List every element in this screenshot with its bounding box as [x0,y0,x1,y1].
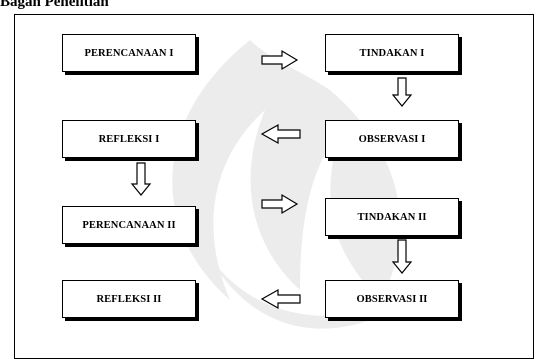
arrow-right-icon [261,193,299,215]
arrow-down-icon [130,162,152,196]
node-label: OBSERVASI II [356,293,428,305]
node-refleksi-2: REFLEKSI II [62,280,196,318]
node-label: OBSERVASI I [358,133,426,145]
node-tindakan-1: TINDAKAN I [325,34,459,72]
node-label: TINDAKAN II [357,211,427,223]
node-label: PERENCANAAN I [84,47,174,59]
node-label: REFLEKSI II [96,293,162,305]
node-perencanaan-1: PERENCANAAN I [62,34,196,72]
arrow-left-icon [260,288,301,310]
diagram-heading: Bagan Penelitian [0,0,109,9]
node-observasi-2: OBSERVASI II [325,280,459,318]
node-label: TINDAKAN I [359,47,425,59]
arrow-down-icon [391,77,413,107]
node-label: PERENCANAAN II [82,219,176,231]
node-perencanaan-2: PERENCANAAN II [62,206,196,244]
arrow-right-icon [261,49,299,71]
arrow-left-icon [260,123,301,145]
node-label: REFLEKSI I [98,133,160,145]
arrow-down-icon [391,239,413,274]
node-tindakan-2: TINDAKAN II [325,198,459,236]
node-observasi-1: OBSERVASI I [325,120,459,158]
node-refleksi-1: REFLEKSI I [62,120,196,158]
